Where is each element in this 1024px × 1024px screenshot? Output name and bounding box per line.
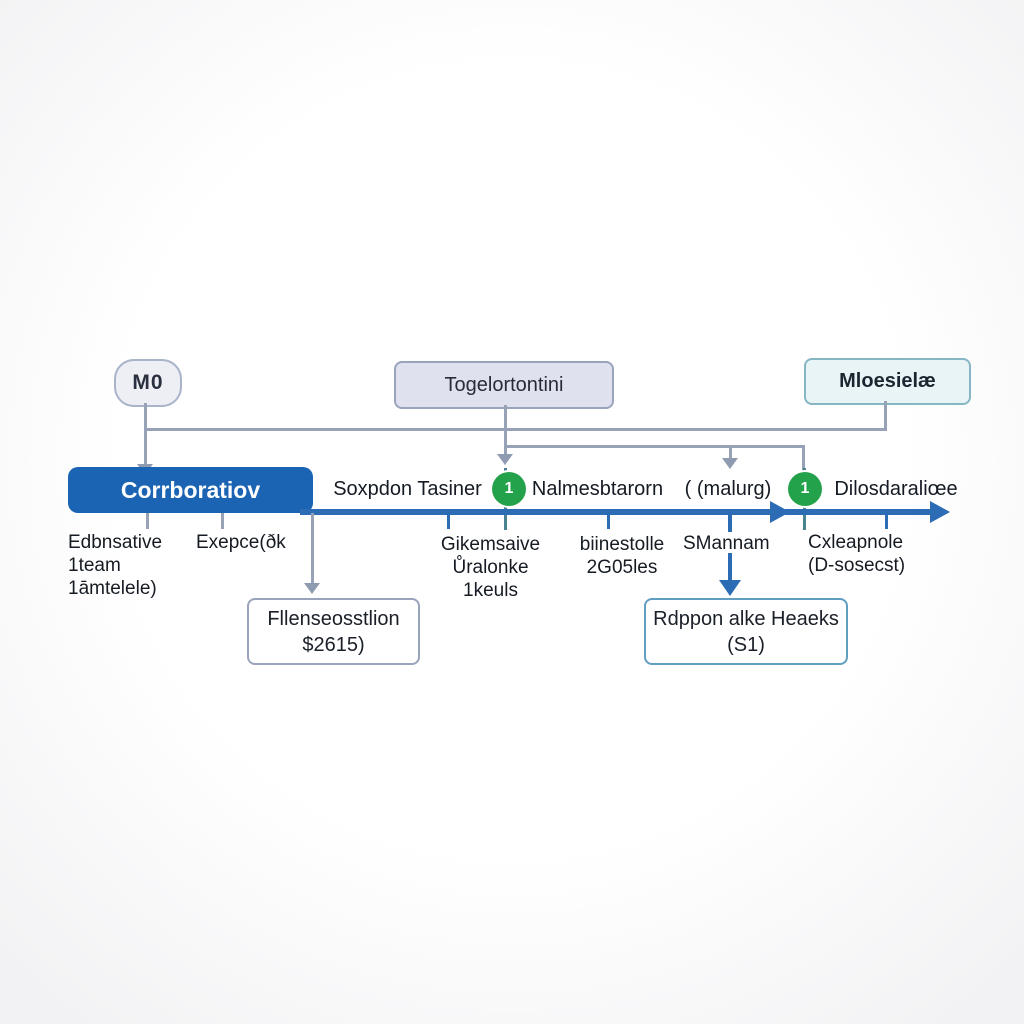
badge1-arrowhead-icon xyxy=(497,454,513,465)
tick-line-1 xyxy=(146,513,149,529)
group-3-line-1: Gikemsaive xyxy=(440,534,541,555)
right-node: Mloesielæ xyxy=(804,358,971,405)
milestone-4-label: Dilosdaraliœe xyxy=(834,478,958,500)
badge-2-number: 1 xyxy=(800,480,810,497)
group-6-line-2: (D-sosecst) xyxy=(808,555,906,576)
group-6-line-1: Cxleapnole xyxy=(808,532,904,553)
below-label-group-6: Cxleapnole (D-sosecst) xyxy=(808,531,933,577)
middle-node: Togelortontini xyxy=(394,361,614,409)
m0-node: M0 xyxy=(114,359,182,407)
timeline-line xyxy=(300,509,932,515)
malurg-arrowhead-icon xyxy=(722,458,738,469)
left-callout-stem-line xyxy=(311,513,314,584)
phase-box: Corrboratiov xyxy=(68,467,313,513)
group-5-line-1: SMannam xyxy=(683,533,770,554)
m0-stem-line xyxy=(144,403,147,465)
right-callout-stem-upper-line xyxy=(728,515,732,532)
group-3-line-2: Ůralonke xyxy=(452,557,529,578)
left-callout-box: Fllenseosstlion $2615) xyxy=(247,598,420,665)
group-1-line-1: Edbnsative xyxy=(68,532,163,553)
milestone-3-label: ( (malurg) xyxy=(684,478,772,500)
second-horizontal-line xyxy=(504,445,805,448)
timeline-end-arrowhead-icon xyxy=(930,501,950,523)
badge2-stem-line xyxy=(802,445,805,475)
phase-label: Corrboratiov xyxy=(120,476,261,503)
below-label-group-5: SMannam xyxy=(683,532,770,555)
tick-line-3 xyxy=(447,515,450,529)
timeline-mid-arrowhead-icon xyxy=(770,501,790,523)
middle-node-label: Togelortontini xyxy=(444,373,564,396)
left-callout-line-2: $2615) xyxy=(302,633,365,656)
below-label-group-2: Exepce(ðk xyxy=(196,531,306,554)
right-callout-arrowhead-icon xyxy=(719,580,741,596)
right-callout-line-1: Rdppon alke Heaeks xyxy=(653,607,839,630)
group-2-line-1: Exepce(ðk xyxy=(196,532,286,553)
middle-node-stem-line xyxy=(504,405,507,455)
group-4-line-2: 2G05les xyxy=(586,557,658,578)
below-label-group-4: biinestolle 2G05les xyxy=(572,533,672,579)
below-label-group-3: Gikemsaive Ůralonke 1keuls xyxy=(428,533,553,602)
milestone-badge-1: 1 xyxy=(492,472,526,506)
left-callout-line-1: Fllenseosstlion xyxy=(267,607,400,630)
milestone-2-label: Nalmesbtarorn xyxy=(531,478,664,500)
badge-1-number: 1 xyxy=(504,480,514,497)
right-callout-box: Rdppon alke Heaeks (S1) xyxy=(644,598,848,665)
group-1-line-3: 1āmtelele) xyxy=(68,578,157,599)
tick-line-4 xyxy=(607,515,610,529)
left-callout-arrowhead-icon xyxy=(304,583,320,594)
milestone-1-label: Soxpdon Tasiner xyxy=(333,478,482,500)
tick-line-2 xyxy=(221,513,224,529)
group-4-line-1: biinestolle xyxy=(579,534,665,555)
right-node-label: Mloesielæ xyxy=(839,370,936,392)
top-horizontal-line xyxy=(144,428,887,431)
milestone-badge-2: 1 xyxy=(788,472,822,506)
right-callout-stem-lower-line xyxy=(728,553,732,581)
malurg-stem-line xyxy=(729,445,732,459)
tick-line-5 xyxy=(885,515,888,529)
right-node-stem-line xyxy=(884,401,887,431)
below-label-group-1: Edbnsative 1team 1āmtelele) xyxy=(68,531,198,600)
m0-label: M0 xyxy=(132,371,164,394)
group-3-line-3: 1keuls xyxy=(463,580,518,601)
group-1-line-2: 1team xyxy=(68,555,121,576)
right-callout-line-2: (S1) xyxy=(727,633,765,656)
